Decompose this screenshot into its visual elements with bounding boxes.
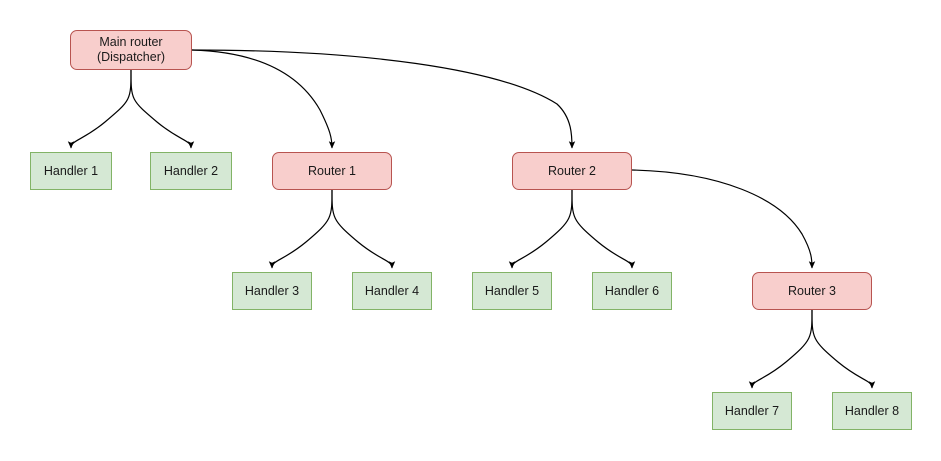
node-handler-1[interactable]: Handler 1 <box>30 152 112 190</box>
edge-router-3-to-handler-7 <box>748 309 813 389</box>
node-router-1[interactable]: Router 1 <box>272 152 392 190</box>
node-router-3[interactable]: Router 3 <box>752 272 872 310</box>
node-handler-6[interactable]: Handler 6 <box>592 272 672 310</box>
edge-router-1-to-handler-3 <box>268 189 333 269</box>
node-handler-3[interactable]: Handler 3 <box>232 272 312 310</box>
edge-router-2-to-handler-5 <box>508 189 573 269</box>
node-handler-2[interactable]: Handler 2 <box>150 152 232 190</box>
node-handler-5[interactable]: Handler 5 <box>472 272 552 310</box>
node-label: Router 1 <box>308 163 356 178</box>
edge-group <box>67 49 876 389</box>
node-label: Handler 6 <box>604 283 660 298</box>
node-label: Handler 8 <box>844 403 900 418</box>
node-handler-4[interactable]: Handler 4 <box>352 272 432 310</box>
edge-router-2-to-handler-6 <box>571 189 636 269</box>
node-label: Handler 4 <box>364 283 420 298</box>
node-label: Main router (Dispatcher) <box>96 35 166 64</box>
node-label: Handler 5 <box>484 283 540 298</box>
node-label: Handler 3 <box>244 283 300 298</box>
node-handler-7[interactable]: Handler 7 <box>712 392 792 430</box>
node-main-router[interactable]: Main router (Dispatcher) <box>70 30 192 70</box>
node-handler-8[interactable]: Handler 8 <box>832 392 912 430</box>
edge-router-1-to-handler-4 <box>331 189 396 269</box>
node-label: Router 3 <box>788 283 836 298</box>
edge-main-router-to-router-2 <box>191 49 576 149</box>
node-label: Router 2 <box>548 163 596 178</box>
node-router-2[interactable]: Router 2 <box>512 152 632 190</box>
node-label: Handler 7 <box>724 403 780 418</box>
edge-router-3-to-handler-8 <box>811 309 876 389</box>
edge-main-router-to-router-1 <box>191 49 336 149</box>
edge-main-router-to-handler-1 <box>67 69 132 149</box>
node-label: Handler 2 <box>163 163 219 178</box>
edge-router-2-to-router-3 <box>631 169 816 269</box>
node-label: Handler 1 <box>43 163 99 178</box>
edge-main-router-to-handler-2 <box>130 69 195 149</box>
